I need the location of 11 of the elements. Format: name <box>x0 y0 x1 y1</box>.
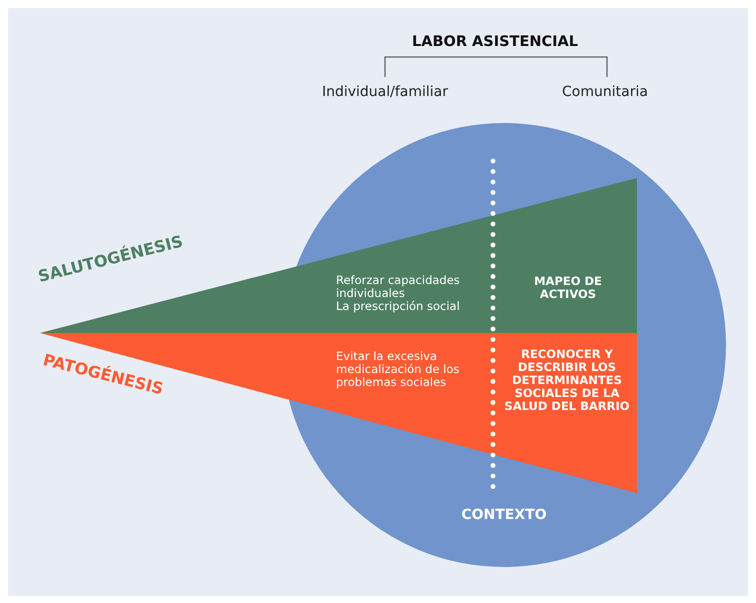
pathogenesis-wedge <box>40 333 637 493</box>
action-text: La prescripción social <box>336 300 461 313</box>
action-text: Reforzar capacidades individuales <box>336 274 461 300</box>
column-label: Comunitaria <box>561 84 649 100</box>
action-text: RECONOCER Y DESCRIBIR LOS DETERMINANTES SOCIALES DE LA SALUD DEL BARRIO <box>503 348 631 413</box>
context-label: CONTEXTO <box>460 509 548 522</box>
column-label: Individual/familiar <box>320 84 450 100</box>
group-heading: LABOR ASISTENCIAL <box>411 34 579 50</box>
salutogenesis-wedge <box>40 178 637 333</box>
action-text: MAPEO DE ACTIVOS <box>533 275 603 301</box>
action-text: Evitar la excesiva medicalización de los problemas sociales <box>336 350 460 389</box>
